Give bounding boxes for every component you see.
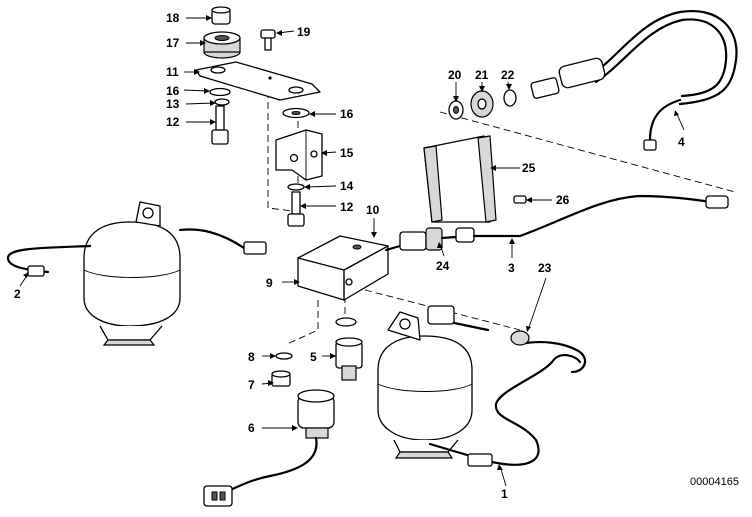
- bolt-part-12-lower: [287, 191, 305, 227]
- label-part-3: 3: [508, 261, 515, 275]
- label-part-17: 17: [166, 36, 180, 50]
- sealing-washer-part-8: [275, 352, 293, 360]
- label-part-10: 10: [366, 203, 380, 217]
- pipe-line-part-3: [384, 194, 729, 252]
- screw-part-26: [513, 195, 527, 204]
- label-part-12-upper: 12: [166, 115, 180, 129]
- label-part-18: 18: [166, 11, 180, 25]
- mounting-hardware: [195, 6, 323, 227]
- label-part-21: 21: [475, 68, 489, 82]
- heat-shield-bracket-part-25: [423, 135, 497, 223]
- washer-part-22: [503, 89, 517, 107]
- lock-washer-part-13: [214, 98, 230, 106]
- label-part-2: 2: [14, 287, 21, 301]
- label-part-6: 6: [248, 421, 255, 435]
- label-part-15: 15: [340, 146, 354, 160]
- label-part-16-right: 16: [340, 107, 354, 121]
- pressure-accumulator-right: [377, 311, 587, 467]
- label-part-11: 11: [166, 65, 179, 79]
- connector-part-23: [427, 305, 530, 346]
- bracket-plate-part-11: [195, 61, 321, 101]
- label-part-5: 5: [310, 350, 317, 364]
- label-part-14: 14: [340, 179, 354, 193]
- label-part-19: 19: [297, 25, 311, 39]
- assembly-guide-lines: [267, 80, 736, 346]
- washer-part-16-left: [209, 87, 231, 97]
- label-part-24: 24: [436, 259, 450, 273]
- label-part-7: 7: [248, 378, 255, 392]
- label-part-9: 9: [266, 276, 273, 290]
- label-part-12-lower: 12: [340, 200, 354, 214]
- label-part-25: 25: [522, 161, 536, 175]
- washer-part-14: [287, 183, 305, 191]
- label-part-26: 26: [556, 193, 570, 207]
- label-part-20: 20: [448, 68, 462, 82]
- label-part-1: 1: [501, 487, 508, 501]
- label-part-16-left: 16: [166, 84, 180, 98]
- label-part-8: 8: [248, 350, 255, 364]
- high-pressure-hose: [448, 9, 738, 151]
- document-number: 00004165: [690, 476, 739, 488]
- bracket-part-15: [275, 129, 323, 181]
- leader-lines: [19, 15, 685, 487]
- part-labels: 18 17 19 11 16 13 12 16 15 14 12 10 9 2 …: [14, 11, 685, 501]
- valve-block-part-9-10: [297, 235, 389, 301]
- plug-part-7: [271, 370, 291, 387]
- sensor-with-cable-part-6: [203, 389, 335, 507]
- label-part-4: 4: [678, 135, 685, 149]
- sleeve-part-18: [211, 6, 231, 25]
- pressure-switch-part-5: [335, 317, 363, 381]
- pressure-accumulator-left: [6, 201, 267, 346]
- bolt-part-19: [260, 29, 276, 51]
- rubber-mount-part-17: [203, 31, 241, 59]
- label-part-13: 13: [166, 97, 180, 111]
- label-part-22: 22: [501, 68, 515, 82]
- bolt-part-12-upper: [211, 105, 229, 145]
- label-part-23: 23: [538, 261, 552, 275]
